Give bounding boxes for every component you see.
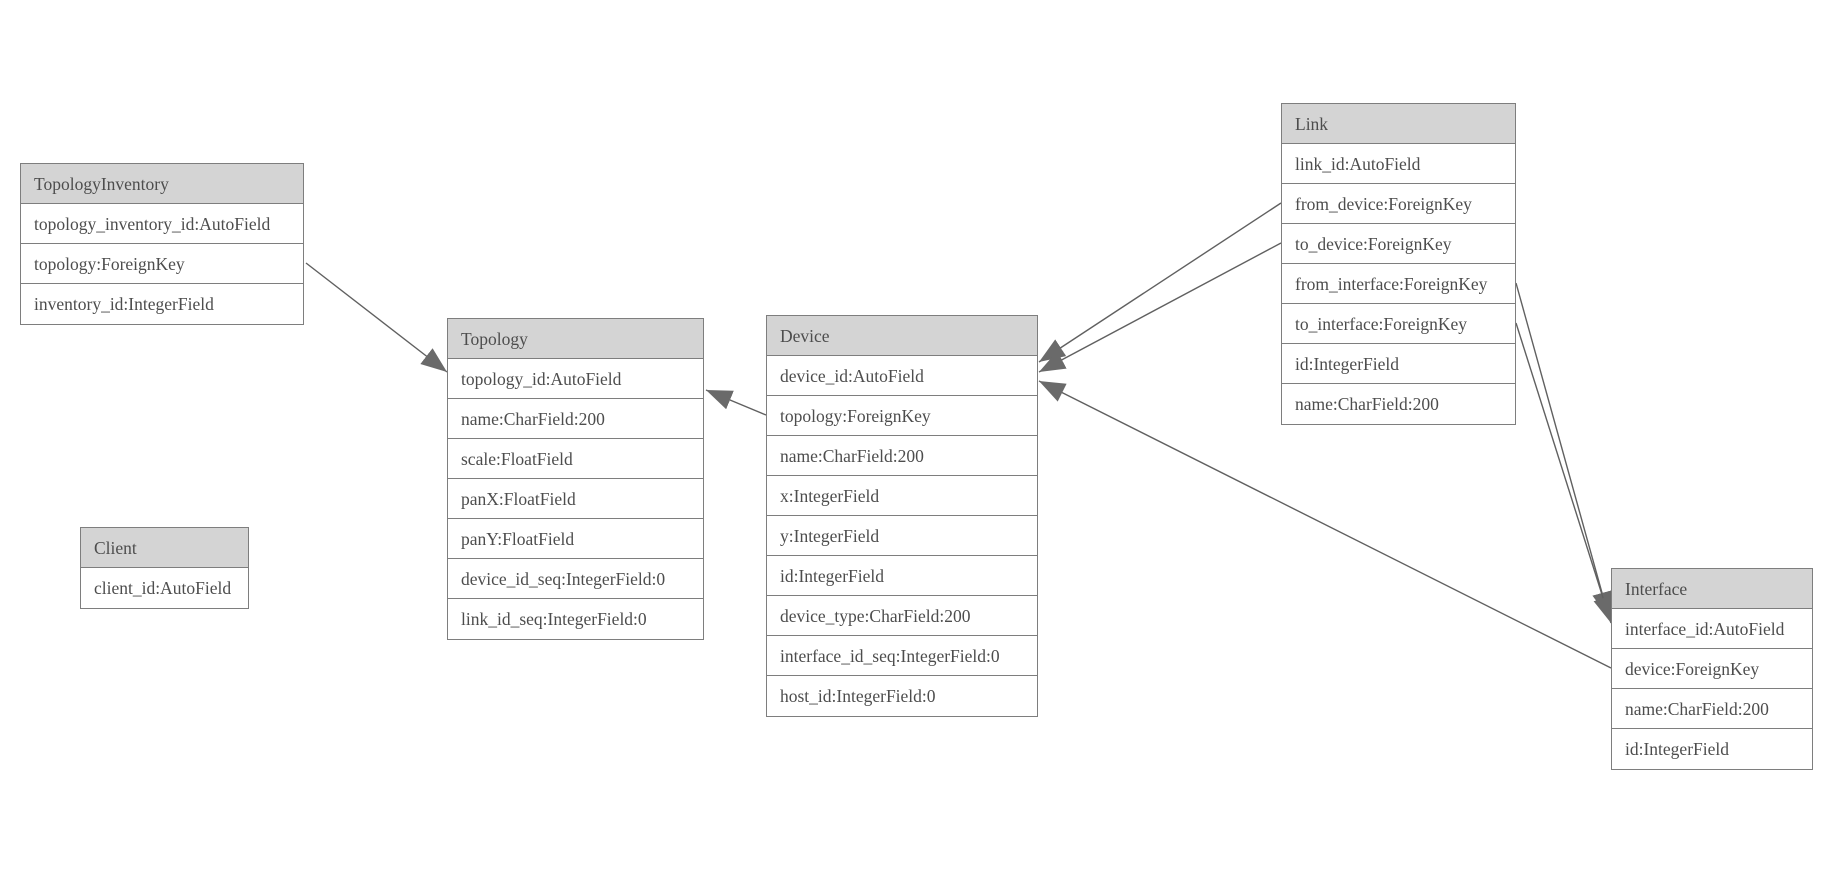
entity-device: Device device_id:AutoField topology:Fore… (766, 315, 1038, 717)
field-row: name:CharField:200 (767, 436, 1037, 476)
field-row: topology:ForeignKey (767, 396, 1037, 436)
field-row: from_interface:ForeignKey (1282, 264, 1515, 304)
field-row: to_interface:ForeignKey (1282, 304, 1515, 344)
field-row: x:IntegerField (767, 476, 1037, 516)
field-row: y:IntegerField (767, 516, 1037, 556)
field-row: panX:FloatField (448, 479, 703, 519)
field-row: inventory_id:IntegerField (21, 284, 303, 324)
entity-title: Topology (448, 319, 703, 359)
edge-link-frominterface-interface (1515, 282, 1612, 619)
field-row: id:IntegerField (767, 556, 1037, 596)
edge-link-todevice-device (1038, 242, 1282, 373)
entity-title: Interface (1612, 569, 1812, 609)
field-row: client_id:AutoField (81, 568, 248, 608)
entity-client: Client client_id:AutoField (80, 527, 249, 609)
field-row: to_device:ForeignKey (1282, 224, 1515, 264)
field-row: id:IntegerField (1282, 344, 1515, 384)
edge-link-fromdevice-device (1038, 202, 1282, 363)
field-row: interface_id_seq:IntegerField:0 (767, 636, 1037, 676)
entity-title: TopologyInventory (21, 164, 303, 204)
field-row: device_type:CharField:200 (767, 596, 1037, 636)
field-row: id:IntegerField (1612, 729, 1812, 769)
field-row: device_id:AutoField (767, 356, 1037, 396)
field-row: link_id:AutoField (1282, 144, 1515, 184)
field-row: name:CharField:200 (1612, 689, 1812, 729)
field-row: interface_id:AutoField (1612, 609, 1812, 649)
entity-title: Device (767, 316, 1037, 356)
field-row: host_id:IntegerField:0 (767, 676, 1037, 716)
edge-interface-device (1038, 380, 1612, 669)
entity-title: Client (81, 528, 248, 568)
entity-title: Link (1282, 104, 1515, 144)
field-row: name:CharField:200 (448, 399, 703, 439)
entity-interface: Interface interface_id:AutoField device:… (1611, 568, 1813, 770)
edge-link-tointerface-interface (1515, 322, 1613, 624)
field-row: topology:ForeignKey (21, 244, 303, 284)
field-row: topology_id:AutoField (448, 359, 703, 399)
edge-topologyinventory-topology (305, 262, 448, 373)
field-row: device:ForeignKey (1612, 649, 1812, 689)
field-row: topology_inventory_id:AutoField (21, 204, 303, 244)
field-row: from_device:ForeignKey (1282, 184, 1515, 224)
field-row: panY:FloatField (448, 519, 703, 559)
entity-topology: Topology topology_id:AutoField name:Char… (447, 318, 704, 640)
entity-topologyinventory: TopologyInventory topology_inventory_id:… (20, 163, 304, 325)
field-row: scale:FloatField (448, 439, 703, 479)
edge-device-topology (705, 389, 767, 416)
field-row: device_id_seq:IntegerField:0 (448, 559, 703, 599)
field-row: link_id_seq:IntegerField:0 (448, 599, 703, 639)
field-row: name:CharField:200 (1282, 384, 1515, 424)
entity-link: Link link_id:AutoField from_device:Forei… (1281, 103, 1516, 425)
